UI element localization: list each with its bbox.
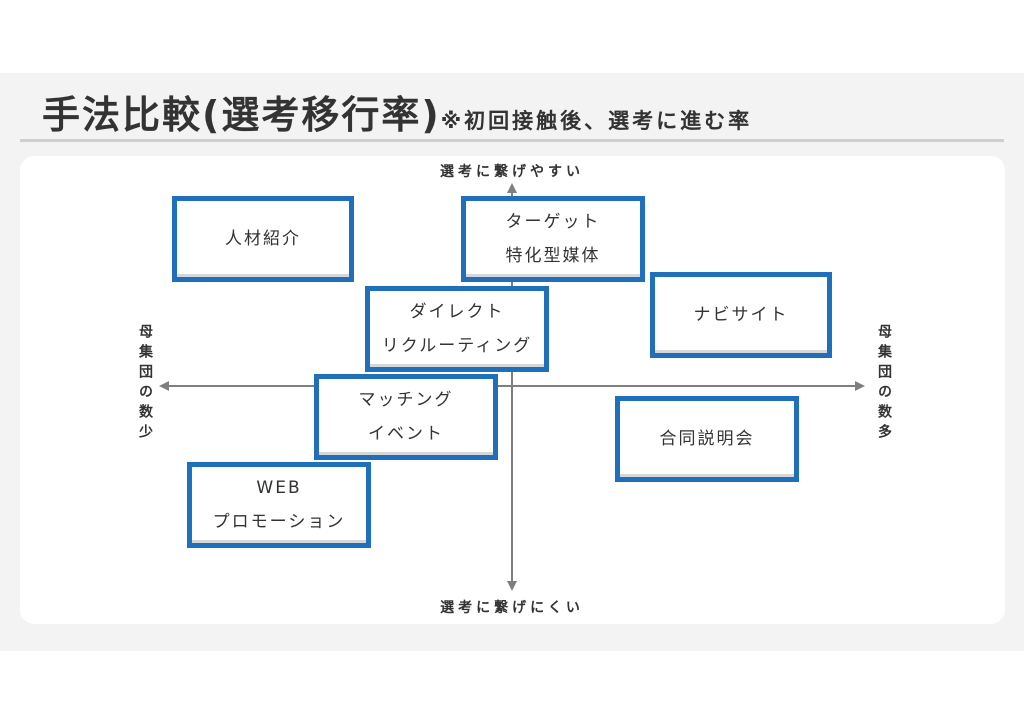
method-label: 人材紹介 xyxy=(225,229,301,249)
axis-label-bottom: 選考に繋げにくい xyxy=(440,600,584,616)
method-label-line-1: ターゲット xyxy=(505,212,601,232)
method-label-line-1: マッチング xyxy=(358,390,454,410)
axis-label-top: 選考に繋げやすい xyxy=(440,164,584,180)
title-main: 手法比較(選考移行率) xyxy=(42,93,441,137)
title-note: ※初回接触後、選考に進む率 xyxy=(440,109,753,133)
method-label: ナビサイト xyxy=(693,305,789,325)
method-label-line-2: プロモーション xyxy=(212,512,346,532)
method-label-line-2: 特化型媒体 xyxy=(505,246,601,266)
method-label-line-1: WEB xyxy=(256,478,302,498)
title-divider xyxy=(20,139,1004,142)
method-label-line-1: ダイレクト xyxy=(409,302,505,322)
method-box-godo-setsumeikai: 合同説明会 xyxy=(615,396,799,482)
method-box-navi-site: ナビサイト xyxy=(650,272,832,358)
page-title: 手法比較(選考移行率)※初回接触後、選考に進む率 xyxy=(42,84,752,139)
method-box-direct-recruiting: ダイレクト リクルーティング xyxy=(365,286,549,372)
method-box-target-media: ターゲット 特化型媒体 xyxy=(461,196,645,282)
method-label-line-2: イベント xyxy=(368,424,444,444)
axis-label-right: 母集団の数多 xyxy=(876,324,892,444)
method-box-jinzai-shokai: 人材紹介 xyxy=(172,196,354,282)
method-box-matching-event: マッチング イベント xyxy=(314,374,498,460)
method-box-web-promotion: WEB プロモーション xyxy=(187,462,371,548)
method-label: 合同説明会 xyxy=(659,429,755,449)
axis-label-left: 母集団の数少 xyxy=(137,324,153,444)
method-label-line-2: リクルーティング xyxy=(381,336,533,356)
